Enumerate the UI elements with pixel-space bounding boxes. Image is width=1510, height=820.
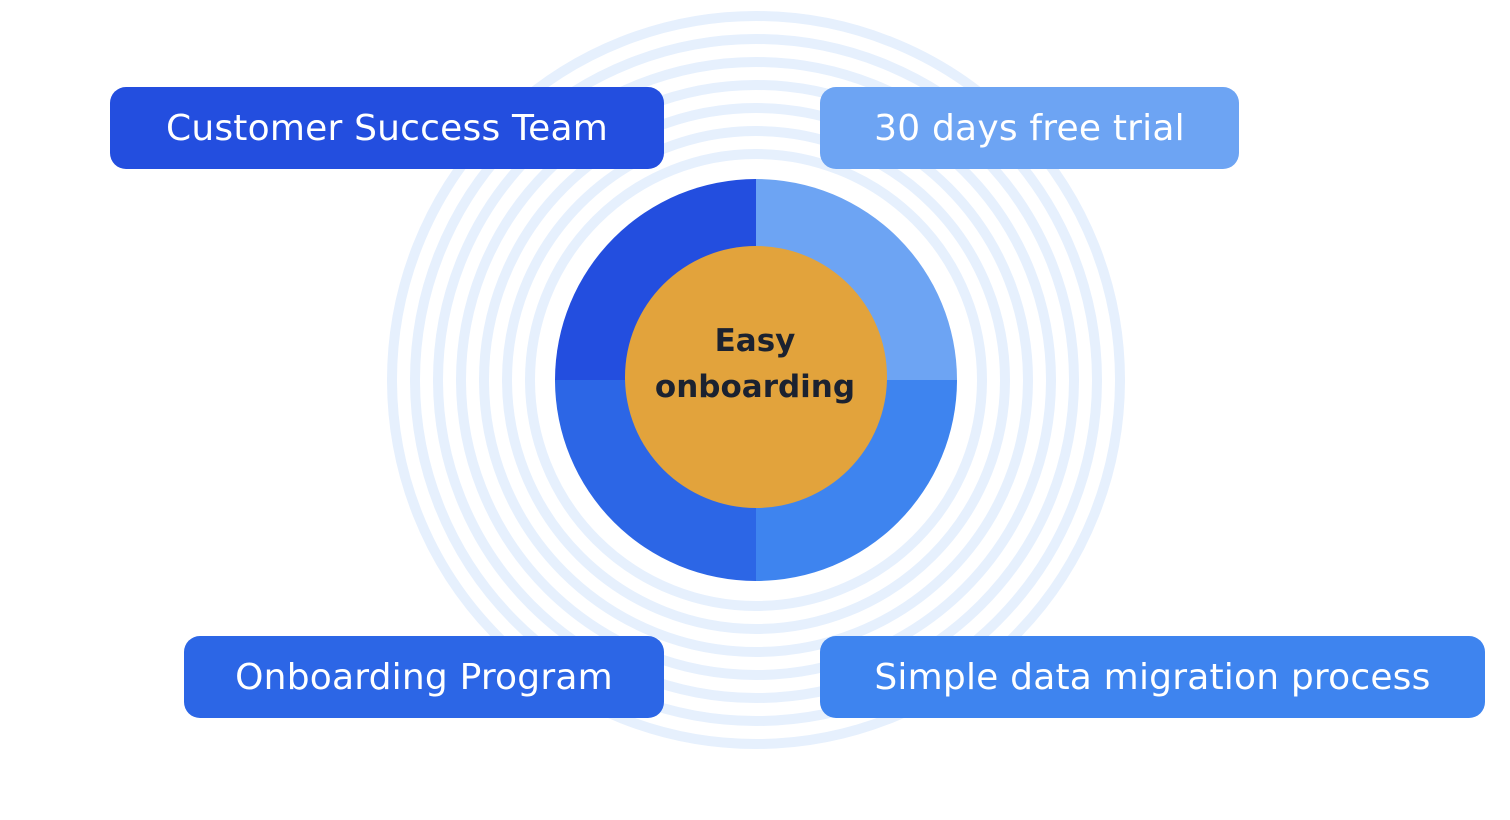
data-migration-box: Simple data migration process <box>820 636 1485 718</box>
center-circle <box>625 246 887 508</box>
center-label-line1: Easy <box>714 323 796 359</box>
center-label-line2: onboarding <box>654 369 856 405</box>
ring <box>433 57 1079 703</box>
center-label: Easy onboarding <box>630 318 880 410</box>
ring <box>525 149 987 611</box>
ring <box>456 80 1056 680</box>
ring <box>387 11 1125 749</box>
ring <box>502 126 1010 634</box>
free-trial-box: 30 days free trial <box>820 87 1239 169</box>
concentric-rings <box>387 11 1125 749</box>
ring <box>410 34 1102 726</box>
ring <box>479 103 1033 657</box>
customer-success-team-box: Customer Success Team <box>110 87 664 169</box>
onboarding-program-box: Onboarding Program <box>184 636 664 718</box>
